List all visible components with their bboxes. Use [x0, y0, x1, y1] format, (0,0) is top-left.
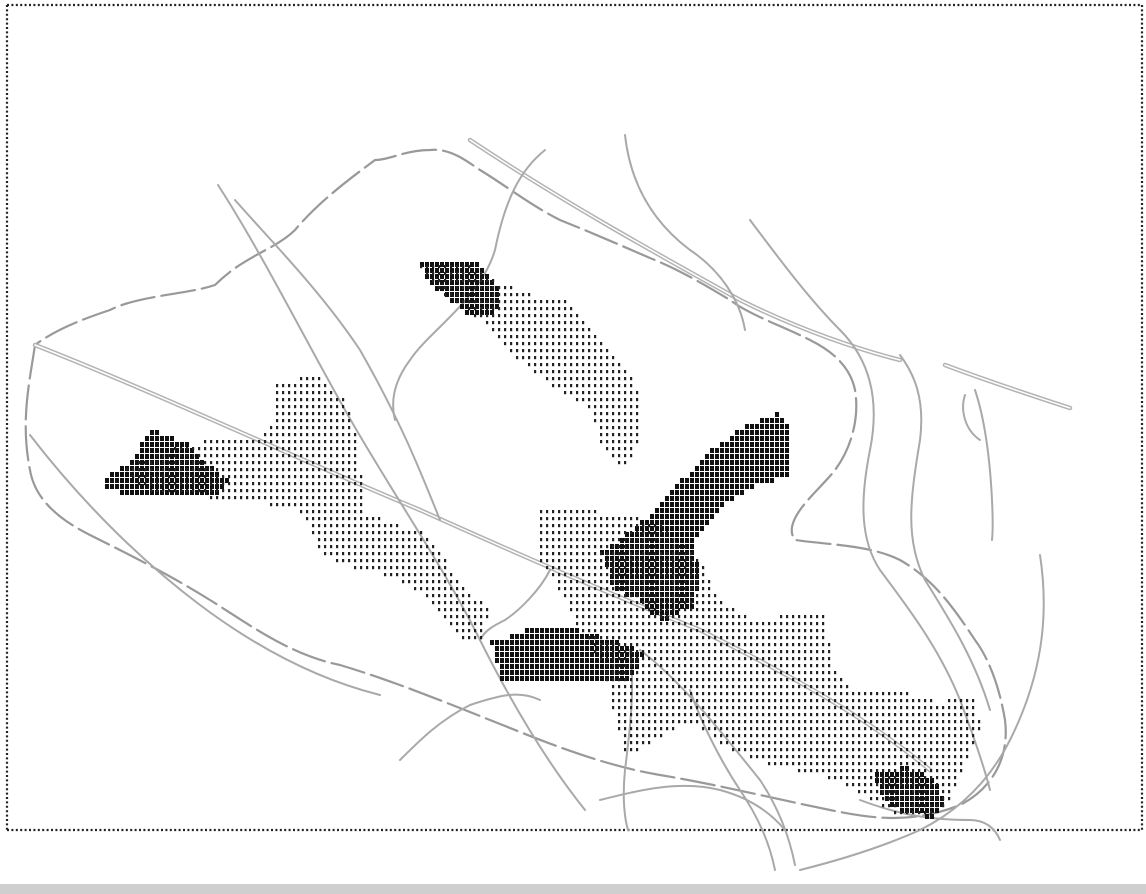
plume-sparse-areas: [126, 265, 981, 815]
road-network: [29, 134, 1073, 871]
area-boundary: [24, 148, 1007, 820]
map-frame: [5, 3, 1144, 832]
page-edge-strip: [0, 884, 1146, 894]
